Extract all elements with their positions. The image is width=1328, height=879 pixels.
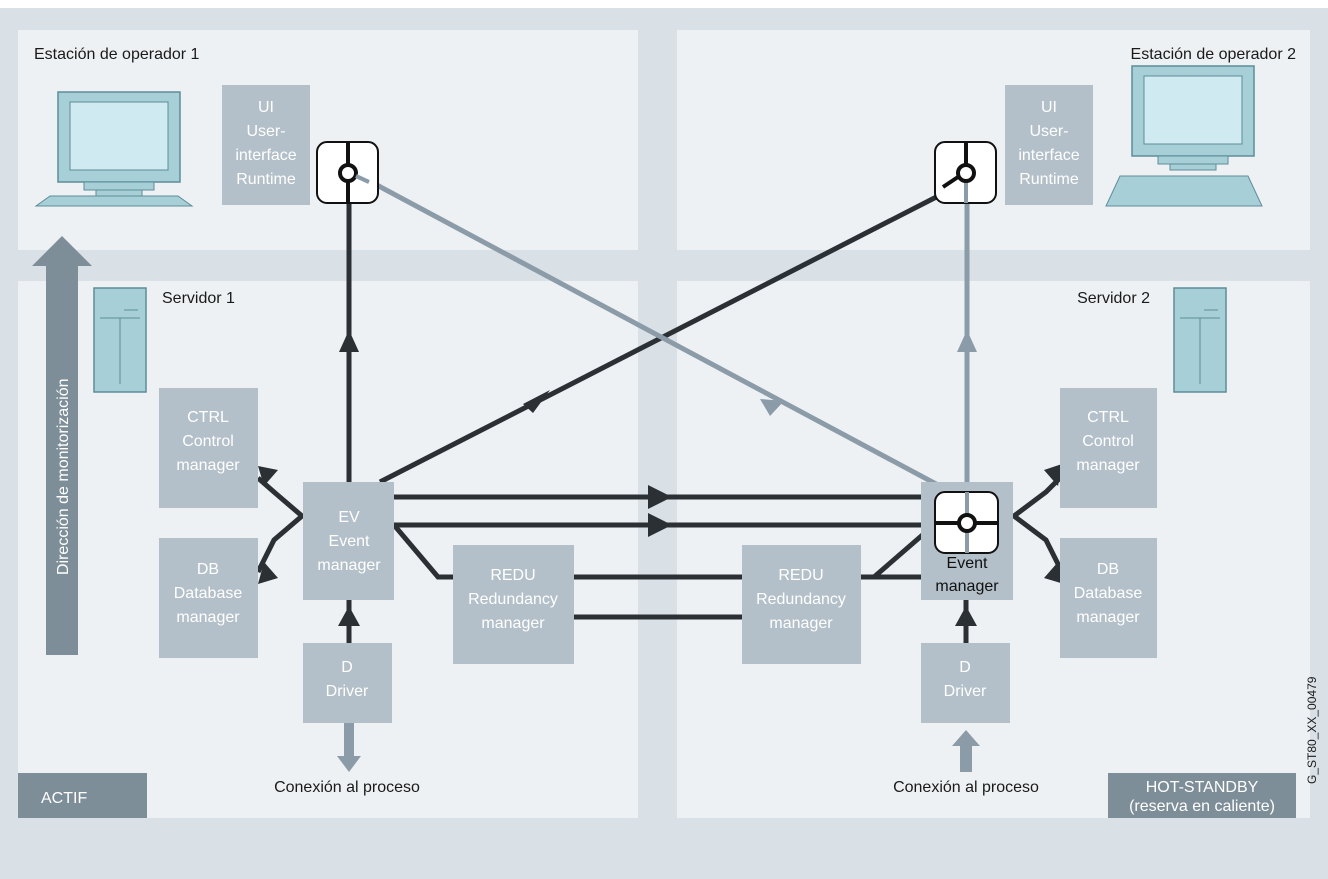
svg-text:manager: manager <box>176 457 240 474</box>
driver-box-server1: D Driver <box>303 643 392 723</box>
process-up-arrow <box>952 730 980 772</box>
svg-text:manager: manager <box>317 557 381 574</box>
status-active-badge: ACTIF <box>18 773 147 818</box>
db-box-server1: DB Database manager <box>159 538 258 658</box>
svg-text:User-: User- <box>1029 123 1068 140</box>
svg-text:EV: EV <box>338 509 360 526</box>
monitoring-direction-label: Dirección de monitorización <box>55 378 72 575</box>
arrowhead-right <box>1044 464 1062 486</box>
redu-box-server2: REDU Redundancy manager <box>742 545 861 664</box>
arrowhead-right <box>648 485 672 509</box>
arrowhead-diag <box>523 390 550 413</box>
db-box-server2: DB Database manager <box>1060 538 1157 658</box>
svg-text:Event: Event <box>329 533 370 550</box>
arrowhead-up <box>339 330 359 352</box>
svg-text:interface: interface <box>1018 147 1079 164</box>
arrowhead-left <box>258 466 278 486</box>
svg-text:manager: manager <box>481 615 545 632</box>
svg-text:Control: Control <box>1082 433 1134 450</box>
arrowheads <box>258 330 1064 626</box>
process-connection-label: Conexión al proceso <box>893 779 1039 796</box>
redu-box-server1: REDU Redundancy manager <box>453 545 574 664</box>
svg-text:manager: manager <box>1076 609 1140 626</box>
arrowhead-diag <box>760 399 784 416</box>
ctrl-box-server1: CTRL Control manager <box>159 388 258 508</box>
ev2-to-ui1-line <box>358 173 968 503</box>
arrowhead-up <box>338 606 360 626</box>
svg-text:Redundancy: Redundancy <box>468 591 558 608</box>
figure-code: G_ST80_XX_00479 <box>1305 676 1319 784</box>
svg-text:ACTIF: ACTIF <box>41 790 87 807</box>
svg-text:manager: manager <box>935 578 999 595</box>
svg-text:Database: Database <box>1074 585 1143 602</box>
arrowhead-right <box>648 513 672 537</box>
svg-text:REDU: REDU <box>778 567 823 584</box>
server-icon <box>1173 287 1227 393</box>
arrowhead-up <box>955 606 977 626</box>
svg-text:Redundancy: Redundancy <box>756 591 846 608</box>
switch-icon <box>316 141 379 204</box>
svg-text:Driver: Driver <box>944 683 987 700</box>
svg-text:UI: UI <box>258 99 274 116</box>
arrowhead-up <box>957 330 977 352</box>
ui-box-station2: UI User- interface Runtime <box>1005 85 1093 205</box>
process-connection-label: Conexión al proceso <box>274 779 420 796</box>
process-double-arrow <box>337 700 361 772</box>
arrowhead-left <box>258 562 278 584</box>
arrowhead-right <box>1044 562 1064 584</box>
server2-title: Servidor 2 <box>1077 290 1150 307</box>
ui-box-station1: UI User- interface Runtime <box>222 85 310 205</box>
switch-icon <box>934 491 999 554</box>
computer-icon <box>34 91 194 207</box>
server1-title: Servidor 1 <box>162 290 235 307</box>
status-standby-badge: HOT-STANDBY (reserva en caliente) <box>1108 773 1296 818</box>
svg-text:Database: Database <box>174 585 243 602</box>
svg-text:manager: manager <box>769 615 833 632</box>
station2-title: Estación de operador 2 <box>1131 46 1297 63</box>
driver-box-server2: D Driver <box>921 643 1010 723</box>
server-icon <box>93 287 147 393</box>
monitoring-direction-arrow <box>32 236 92 655</box>
svg-text:Driver: Driver <box>326 683 369 700</box>
svg-text:HOT-STANDBY: HOT-STANDBY <box>1146 779 1259 796</box>
svg-text:interface: interface <box>235 147 296 164</box>
svg-text:(reserva en caliente): (reserva en caliente) <box>1129 798 1275 815</box>
svg-text:Event: Event <box>947 555 988 572</box>
svg-text:Runtime: Runtime <box>1019 171 1079 188</box>
svg-text:manager: manager <box>176 609 240 626</box>
svg-text:REDU: REDU <box>490 567 535 584</box>
ev1-to-ui2-line <box>378 187 952 485</box>
switch-icon <box>934 141 997 204</box>
svg-text:DB: DB <box>197 561 219 578</box>
svg-text:DB: DB <box>1097 561 1119 578</box>
station1-title: Estación de operador 1 <box>34 46 200 63</box>
svg-text:manager: manager <box>1076 457 1140 474</box>
computer-icon <box>1105 65 1263 207</box>
svg-text:D: D <box>959 659 971 676</box>
svg-text:User-: User- <box>246 123 285 140</box>
svg-text:UI: UI <box>1041 99 1057 116</box>
svg-text:D: D <box>341 659 353 676</box>
svg-text:CTRL: CTRL <box>187 409 229 426</box>
svg-text:CTRL: CTRL <box>1087 409 1129 426</box>
svg-text:Runtime: Runtime <box>236 171 296 188</box>
ev-box-server1: EV Event manager <box>303 482 394 600</box>
svg-text:Control: Control <box>182 433 234 450</box>
ctrl-box-server2: CTRL Control manager <box>1060 388 1157 508</box>
